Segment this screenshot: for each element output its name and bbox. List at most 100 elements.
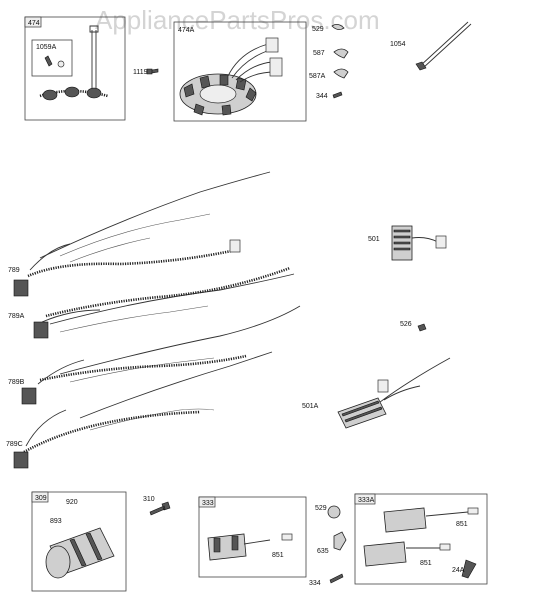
part-474-group[interactable] (24, 16, 126, 121)
part-789-end-connector (229, 239, 241, 253)
label-893: 893 (50, 518, 62, 525)
part-474-coil-c (86, 87, 102, 99)
part-333-frame (198, 496, 307, 578)
part-501-connector (435, 235, 447, 249)
part-309-frame (31, 491, 127, 592)
part-789C-loom (23, 410, 201, 454)
part-24A-tool (461, 559, 477, 579)
part-474-cable (89, 25, 99, 88)
part-789A-long-lead (49, 273, 295, 325)
part-501-regulator[interactable] (391, 225, 447, 261)
label-789A: 789A (8, 313, 25, 320)
label-529: 529 (312, 26, 324, 33)
part-851-boot-a (281, 533, 293, 541)
part-474A-leads (227, 43, 275, 83)
part-789-branch (29, 243, 71, 271)
part-635-boot[interactable] (333, 531, 347, 551)
part-587A-terminal[interactable] (333, 68, 349, 79)
label-474A: 474A (178, 27, 195, 34)
part-310-bolt[interactable] (149, 501, 171, 516)
part-334-screw[interactable] (329, 573, 344, 584)
part-789-loom (27, 248, 237, 278)
part-789-long-lead (39, 171, 271, 259)
label-344: 344 (316, 93, 328, 100)
part-1119-screw[interactable] (146, 68, 159, 75)
label-920: 920 (66, 499, 78, 506)
part-789C-harness[interactable] (13, 351, 273, 469)
part-1059A-frame (31, 39, 73, 77)
part-474-tag (24, 16, 42, 28)
label-526: 526 (400, 321, 412, 328)
label-851-b: 851 (456, 521, 468, 528)
part-501A-connector (377, 379, 389, 393)
part-789B-harness[interactable] (21, 305, 301, 405)
part-789A-plug (33, 321, 49, 339)
label-851-a: 851 (272, 552, 284, 559)
label-851-c: 851 (420, 560, 432, 567)
part-501-leads (411, 237, 439, 243)
part-333A-frame (354, 493, 488, 585)
label-24A: 24A (452, 567, 465, 574)
label-501: 501 (368, 236, 380, 243)
label-529-b: 529 (315, 505, 327, 512)
part-344-screw[interactable] (332, 91, 343, 99)
part-789-lead-a (59, 213, 211, 257)
watermark: AppliancePartsPros.com (95, 5, 380, 35)
part-789C-lead-a (89, 408, 215, 431)
part-789A-branch (41, 309, 101, 323)
part-474A-windings (183, 74, 257, 116)
part-789B-plug (21, 387, 37, 405)
part-309-group[interactable] (31, 491, 127, 592)
part-789B-loom (39, 354, 247, 382)
part-333-group[interactable] (198, 496, 307, 578)
part-789C-branch (25, 409, 67, 447)
label-789B: 789B (8, 379, 25, 386)
label-310: 310 (143, 496, 155, 503)
label-1054: 1054 (390, 41, 406, 48)
part-529-clip[interactable] (331, 24, 345, 30)
label-334: 334 (309, 580, 321, 587)
label-635: 635 (317, 548, 329, 555)
part-526-screw[interactable] (417, 323, 427, 332)
part-501A-leads (379, 357, 451, 403)
part-1059A-screw (44, 55, 53, 67)
part-333A-group[interactable] (354, 493, 488, 585)
part-529-grommet[interactable] (327, 505, 341, 519)
part-309-tag (31, 491, 49, 503)
part-789B-lead-a (69, 357, 215, 383)
part-474-frame (24, 16, 126, 121)
label-587: 587 (313, 50, 325, 57)
part-474A-frame (173, 21, 307, 122)
part-920-starter-bands (69, 532, 103, 567)
part-474-coil-a (42, 89, 58, 101)
part-851-boot-c (439, 543, 451, 551)
part-474A-group[interactable] (173, 21, 307, 122)
label-474: 474 (28, 20, 40, 27)
part-501-fins (393, 229, 411, 251)
part-501A-regulator[interactable] (337, 357, 451, 429)
part-789A-loom (45, 266, 291, 318)
part-1059A-washer (57, 60, 65, 68)
part-789-lead-b (69, 237, 151, 263)
part-789C-long-lead (79, 351, 273, 419)
part-789C-plug (13, 451, 29, 469)
part-789A-harness[interactable] (33, 266, 295, 339)
part-474A-connector-b (269, 57, 283, 77)
part-1054-cable-tie[interactable] (419, 21, 472, 69)
part-333A-lead-upper (425, 511, 469, 517)
part-789B-branch (37, 359, 85, 385)
label-789: 789 (8, 267, 20, 274)
label-333: 333 (202, 500, 214, 507)
part-587-terminal[interactable] (333, 48, 349, 59)
label-789C: 789C (6, 441, 23, 448)
part-474-coil-b (64, 86, 80, 98)
part-501A-fins (341, 400, 383, 423)
part-851-boot-b (467, 507, 479, 515)
part-1054-head (415, 61, 427, 71)
part-474A-stator-hole (199, 84, 237, 104)
part-920-starter-end (45, 545, 71, 579)
part-333A-ignition-upper (383, 507, 427, 533)
label-333A: 333A (358, 497, 375, 504)
part-789-harness[interactable] (13, 171, 271, 297)
